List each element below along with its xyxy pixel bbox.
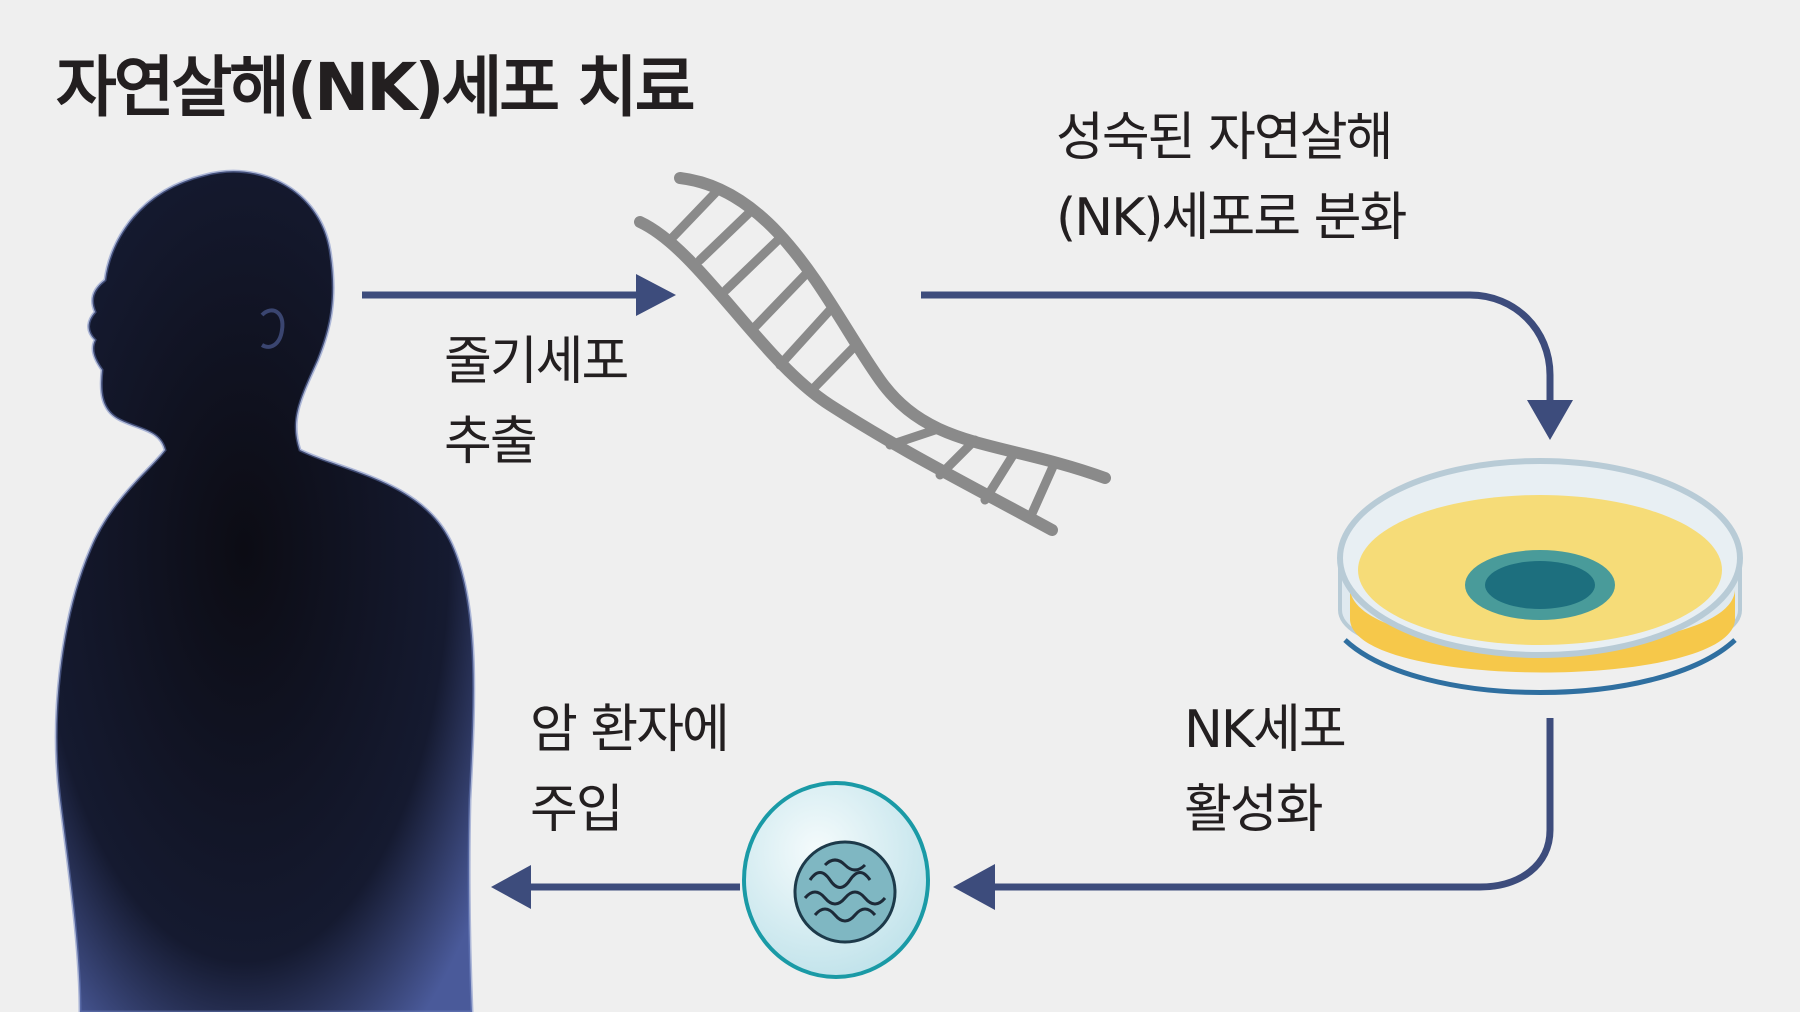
step-differentiate-label: 성숙된 자연살해 (NK)세포로 분화 xyxy=(1056,98,1407,258)
dna-icon xyxy=(634,172,1111,536)
step-inject-line1: 암 환자에 xyxy=(530,700,730,760)
arrow-differentiate xyxy=(921,291,1573,440)
step-activate-line1: NK세포 xyxy=(1184,700,1347,760)
step-activate-line2: 활성화 xyxy=(1184,780,1324,840)
step-inject-line2: 주입 xyxy=(530,780,624,840)
step-inject-label: 암 환자에 주입 xyxy=(530,690,730,850)
page-title: 자연살해(NK)세포 치료 xyxy=(56,49,695,126)
arrow-activate xyxy=(953,718,1554,910)
nk-cell-icon xyxy=(742,781,930,979)
cell-colony xyxy=(1465,550,1615,620)
petri-dish-icon xyxy=(1337,458,1743,695)
step-differentiate-line2: (NK)세포로 분화 xyxy=(1056,188,1407,248)
step-extract-line2: 추출 xyxy=(444,412,538,472)
step-differentiate-line1: 성숙된 자연살해 xyxy=(1056,108,1393,168)
step-extract-line1: 줄기세포 xyxy=(444,332,629,392)
step-extract-label: 줄기세포 추출 xyxy=(444,322,629,482)
arrow-inject xyxy=(491,865,740,909)
step-activate-label: NK세포 활성화 xyxy=(1184,690,1347,850)
human-silhouette xyxy=(54,169,476,1012)
arrow-extract xyxy=(362,274,676,316)
